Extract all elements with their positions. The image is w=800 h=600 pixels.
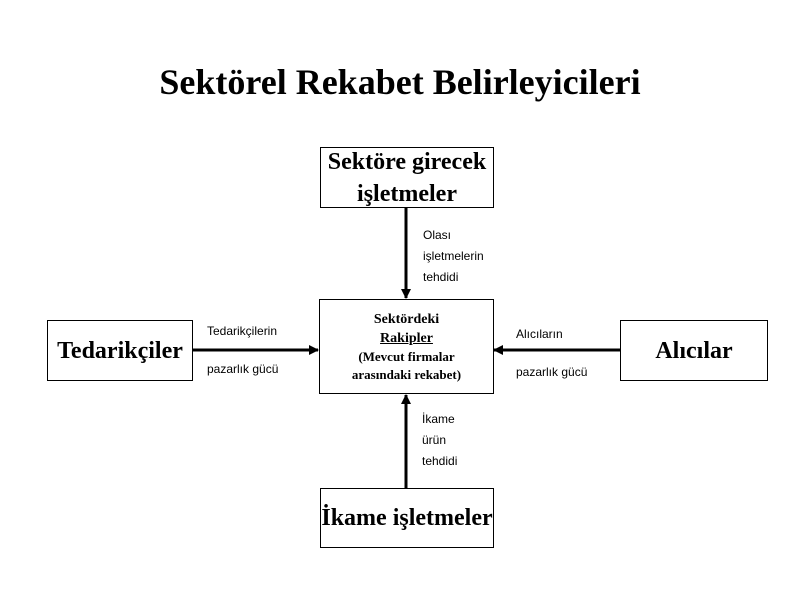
edge-label-entrant-threat-line2: işletmelerin: [423, 249, 484, 263]
node-new-entrants-line1: Sektöre girecek: [327, 148, 487, 175]
node-substitutes: İkame işletmeler: [320, 488, 494, 548]
node-rivals-line2: Rakipler: [380, 330, 433, 346]
edge-label-entrant-threat-line3: tehdidi: [423, 270, 459, 284]
node-buyers-label: Alıcılar: [655, 337, 733, 364]
edge-label-entrant-threat: Olası işletmelerin tehdidi: [423, 225, 484, 288]
edge-label-supplier-power-line1: Tedarikçilerin: [207, 324, 278, 338]
node-new-entrants-line2: işletmeler: [357, 180, 457, 207]
edge-label-substitute-threat-line2: ürün: [422, 433, 447, 447]
edge-label-substitute-threat: İkame ürün tehdidi: [422, 409, 457, 472]
node-suppliers: Tedarikçiler: [47, 320, 193, 381]
node-suppliers-label: Tedarikçiler: [57, 337, 183, 364]
edge-label-buyer-power-line2: pazarlık gücü: [516, 365, 588, 379]
node-buyers: Alıcılar: [620, 320, 768, 381]
edge-label-substitute-threat-line1: İkame: [422, 412, 455, 426]
node-new-entrants: Sektöre girecek işletmeler: [320, 147, 494, 208]
node-rivals: Sektördeki Rakipler (Mevcut firmalar ara…: [319, 299, 494, 394]
edge-label-buyer-power-line1: Alıcıların: [516, 327, 563, 341]
edge-label-supplier-power-line2: pazarlık gücü: [207, 362, 279, 376]
diagram-title: Sektörel Rekabet Belirleyicileri: [159, 62, 641, 102]
edge-label-entrant-threat-line1: Olası: [423, 228, 452, 242]
edge-label-substitute-threat-line3: tehdidi: [422, 454, 458, 468]
node-rivals-line1: Sektördeki: [373, 311, 440, 327]
node-substitutes-label: İkame işletmeler: [321, 505, 493, 531]
node-rivals-line4: arasındaki rekabet): [351, 366, 462, 382]
node-rivals-line3: (Mevcut firmalar: [358, 348, 455, 364]
